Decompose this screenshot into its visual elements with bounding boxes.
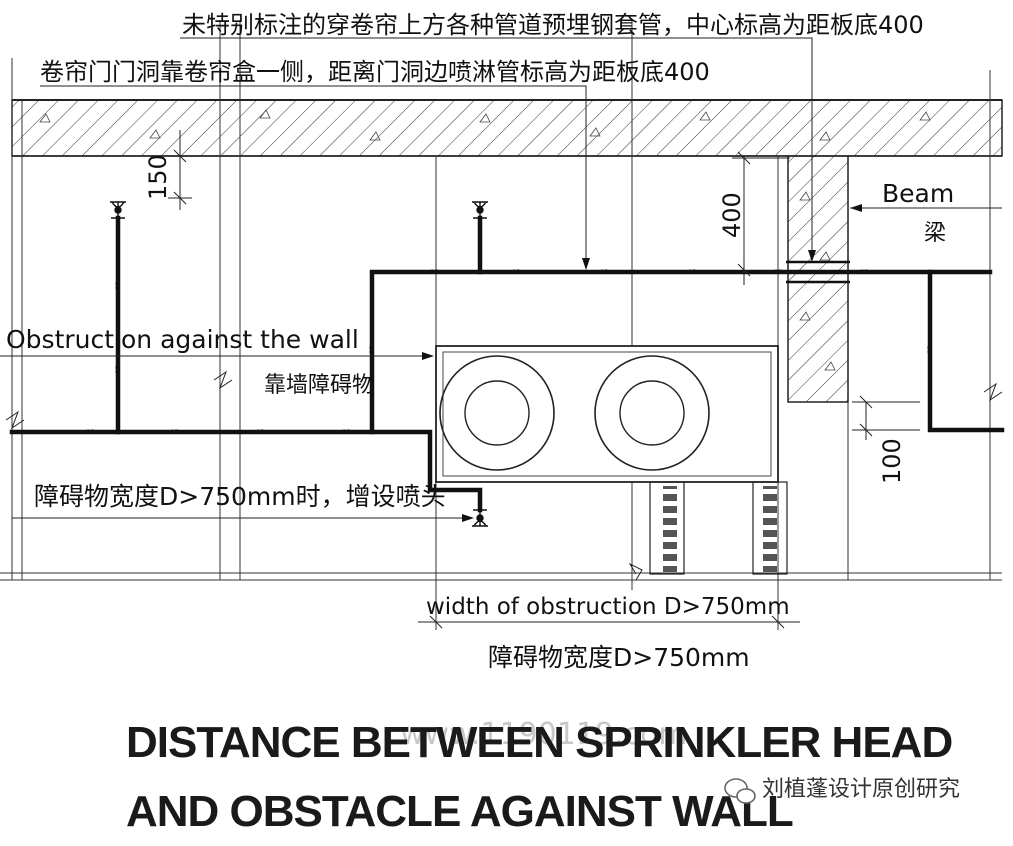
sprinkler-head-icon — [472, 509, 488, 527]
svg-text:SP: SP — [115, 365, 122, 374]
beam-label-en: Beam — [882, 179, 954, 208]
wall-obstruction — [435, 345, 788, 575]
drawing-title-line2: AND OBSTACLE AGAINST WALL — [126, 787, 793, 836]
watermark: www.1190119.com — [400, 717, 688, 752]
top-note-door: 卷帘门门洞靠卷帘盒一侧，距离门洞边喷淋管标高为距板底400 — [40, 58, 710, 86]
extra-head-note: 障碍物宽度D>750mm时，增设喷头 — [34, 482, 446, 511]
pipe-labels: SP SP SP SP SP SP SP SP SP SP SP SP SP S… — [86, 269, 934, 436]
svg-text:SP: SP — [430, 269, 439, 276]
beam-label-cn: 梁 — [924, 221, 946, 246]
svg-text:SP: SP — [774, 269, 783, 276]
dimension-lines — [168, 130, 920, 629]
beam — [787, 155, 849, 403]
sprinkler-pipes — [9, 215, 1005, 513]
svg-text:SP: SP — [342, 429, 351, 436]
width-label-en: width of obstruction D>750mm — [426, 594, 790, 620]
obstruction-label-cn: 靠墙障碍物 — [264, 373, 374, 398]
svg-text:SP: SP — [600, 269, 609, 276]
svg-text:SP: SP — [115, 281, 122, 290]
obstruction-label-en: Obstruction against the wall — [6, 325, 359, 354]
dimension-100: 100 — [878, 438, 906, 484]
arrowheads — [422, 204, 862, 522]
svg-text:SP: SP — [927, 345, 934, 354]
svg-text:SP: SP — [512, 269, 521, 276]
wechat-icon — [724, 778, 756, 804]
pipe-sleeve — [786, 260, 850, 284]
width-label-cn: 障碍物宽度D>750mm — [488, 643, 750, 672]
leader-lines — [0, 37, 1002, 519]
svg-text:SP: SP — [369, 345, 376, 354]
svg-text:SP: SP — [86, 429, 95, 436]
drawing-title-line1: DISTANCE BETWEEN SPRINKLER HEAD — [126, 718, 952, 767]
dimension-150: 150 — [144, 154, 172, 200]
sprinkler-head-icon — [110, 201, 126, 219]
dimension-400: 400 — [718, 192, 746, 238]
concrete-slab — [11, 99, 1003, 157]
svg-text:SP: SP — [688, 269, 697, 276]
svg-text:SP: SP — [860, 269, 869, 276]
sprinkler-head-icon — [472, 201, 488, 219]
top-note-sleeve: 未特别标注的穿卷帘上方各种管道预埋钢套管，中心标高为距板底400 — [182, 11, 924, 39]
svg-text:SP: SP — [256, 429, 265, 436]
structure-lines — [0, 20, 1003, 630]
svg-text:SP: SP — [170, 429, 179, 436]
credit-text: 刘植蓬设计原创研究 — [762, 777, 960, 802]
